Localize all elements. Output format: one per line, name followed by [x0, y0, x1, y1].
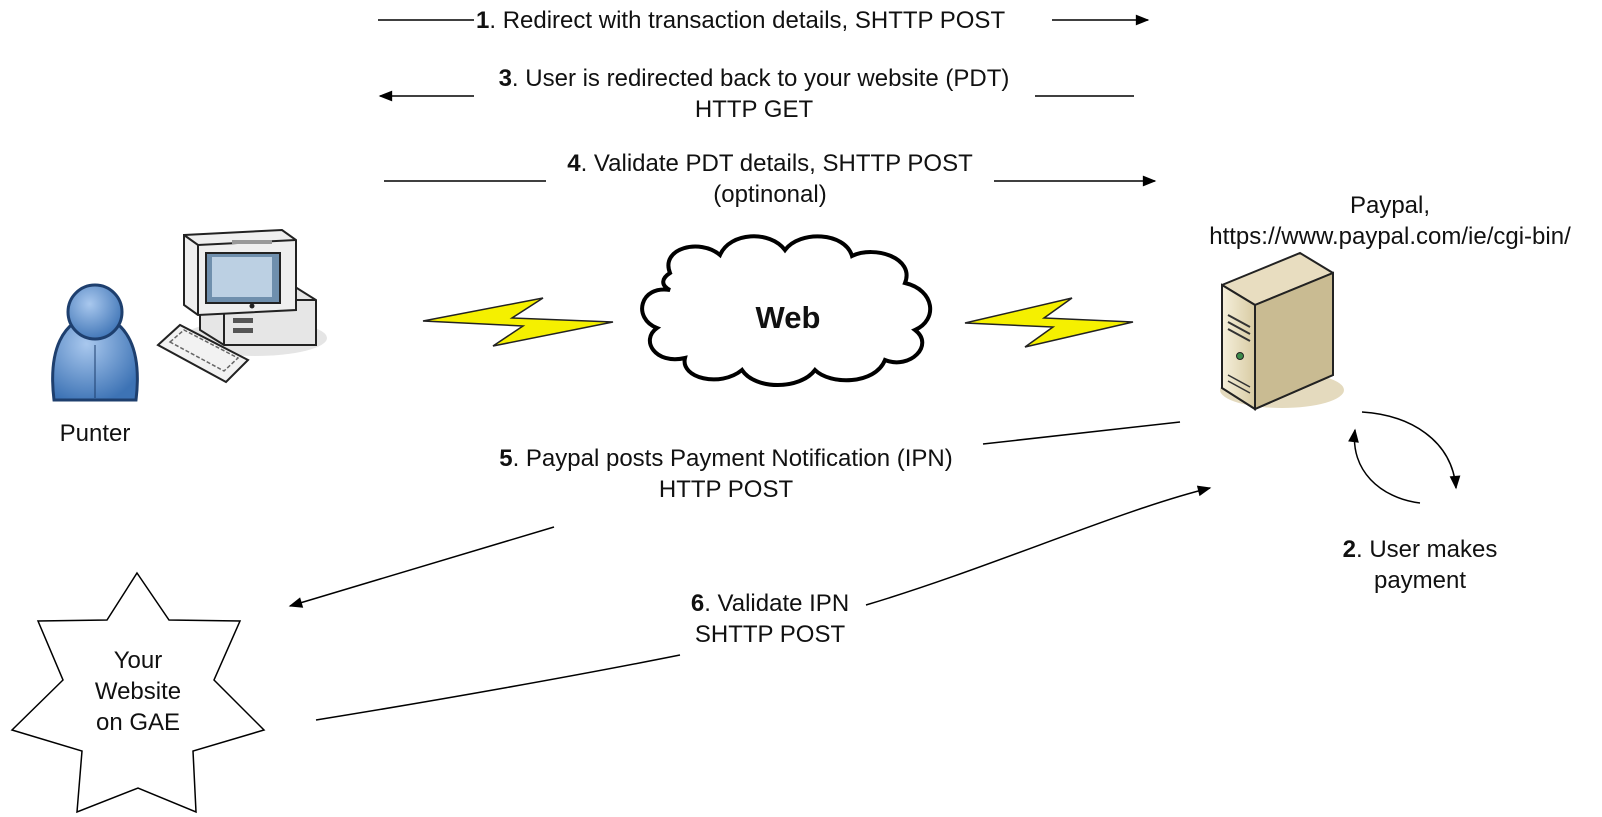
step6-text: . Validate IPN [704, 590, 850, 617]
server-icon [1220, 251, 1344, 411]
step6-arrow [315, 485, 1212, 721]
computer-icon [156, 228, 327, 384]
step6-number: 6 [690, 590, 705, 617]
step5-number: 5 [499, 445, 513, 472]
step4-text: . Validate PDT details, SHTTP POST [580, 150, 973, 177]
step1-number: 1 [476, 7, 490, 34]
web-cloud-icon [640, 234, 933, 387]
step2-text: . User makes [1355, 536, 1498, 563]
paypal-name: Paypal, [1349, 192, 1431, 219]
step4-number: 4 [567, 150, 581, 177]
step3-number: 3 [498, 65, 512, 92]
step5-protocol: HTTP POST [658, 476, 794, 503]
step3-text: . User is redirected back to your websit… [511, 65, 1010, 92]
website-line1: Your [113, 647, 163, 674]
website-line2: Website [94, 678, 182, 705]
step5-label: 5. Paypal posts Payment Notification (IP… [466, 443, 986, 505]
step4-label: 4. Validate PDT details, SHTTP POST (opt… [546, 148, 994, 210]
website-star-shape [10, 571, 266, 814]
step6-protocol: SHTTP POST [694, 621, 846, 648]
step3-protocol: HTTP GET [694, 96, 814, 123]
step2-text-2: payment [1373, 567, 1467, 594]
step2-cycle-arrows [1348, 411, 1461, 504]
step4-note: (optinonal) [713, 181, 827, 208]
step1-text: . Redirect with transaction details, SHT… [489, 7, 1006, 34]
step2-number: 2 [1342, 536, 1356, 563]
step5-arrow [288, 421, 1181, 608]
paypal-url: https://www.paypal.com/ie/cgi-bin/ [1209, 223, 1571, 250]
paypal-label: Paypal, https://www.paypal.com/ie/cgi-bi… [1180, 190, 1600, 252]
punter-label: Punter [59, 420, 131, 447]
website-label: Your Website on GAE [68, 645, 208, 738]
lightning-left-icon [422, 297, 614, 347]
step5-text: . Paypal posts Payment Notification (IPN… [512, 445, 953, 472]
step2-label: 2. User makes payment [1330, 534, 1510, 596]
step6-label: 6. Validate IPN SHTTP POST [670, 588, 870, 650]
step3-label: 3. User is redirected back to your websi… [474, 63, 1034, 125]
user-icon [51, 283, 139, 402]
lightning-right-icon [964, 297, 1134, 348]
step1-label: 1. Redirect with transaction details, SH… [476, 5, 1005, 36]
web-label: Web [755, 300, 821, 335]
website-line3: on GAE [95, 709, 181, 736]
